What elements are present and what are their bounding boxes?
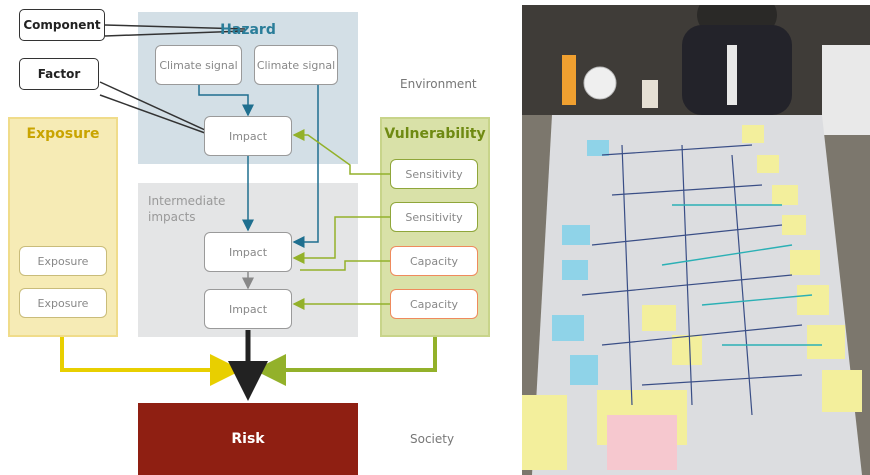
factor-callout: Factor [19, 58, 99, 90]
environment-label: Environment [400, 77, 477, 91]
intermediate-impact-box-2: Impact [204, 289, 292, 329]
workshop-photo [522, 5, 870, 475]
capacity-box-2: Capacity [390, 289, 478, 319]
exposure-box-1: Exposure [19, 246, 107, 276]
society-label: Society [410, 432, 455, 446]
component-callout: Component [19, 9, 105, 41]
capacity-box-1: Capacity [390, 246, 478, 276]
sensitivity-box-2: Sensitivity [390, 202, 478, 232]
intermediate-impacts-title: Intermediate impacts [148, 194, 226, 224]
sensitivity-box-1: Sensitivity [390, 159, 478, 189]
risk-box: Risk [138, 403, 358, 475]
vulnerability-title: Vulnerability [384, 126, 486, 142]
climate-signal-box-1: Climate signal [155, 45, 242, 85]
climate-signal-box-2: Climate signal [254, 45, 338, 85]
exposure-box-2: Exposure [19, 288, 107, 318]
hazard-impact-box: Impact [204, 116, 292, 156]
exposure-title: Exposure [26, 126, 100, 142]
intermediate-impact-box-1: Impact [204, 232, 292, 272]
hazard-title: Hazard [220, 22, 276, 38]
